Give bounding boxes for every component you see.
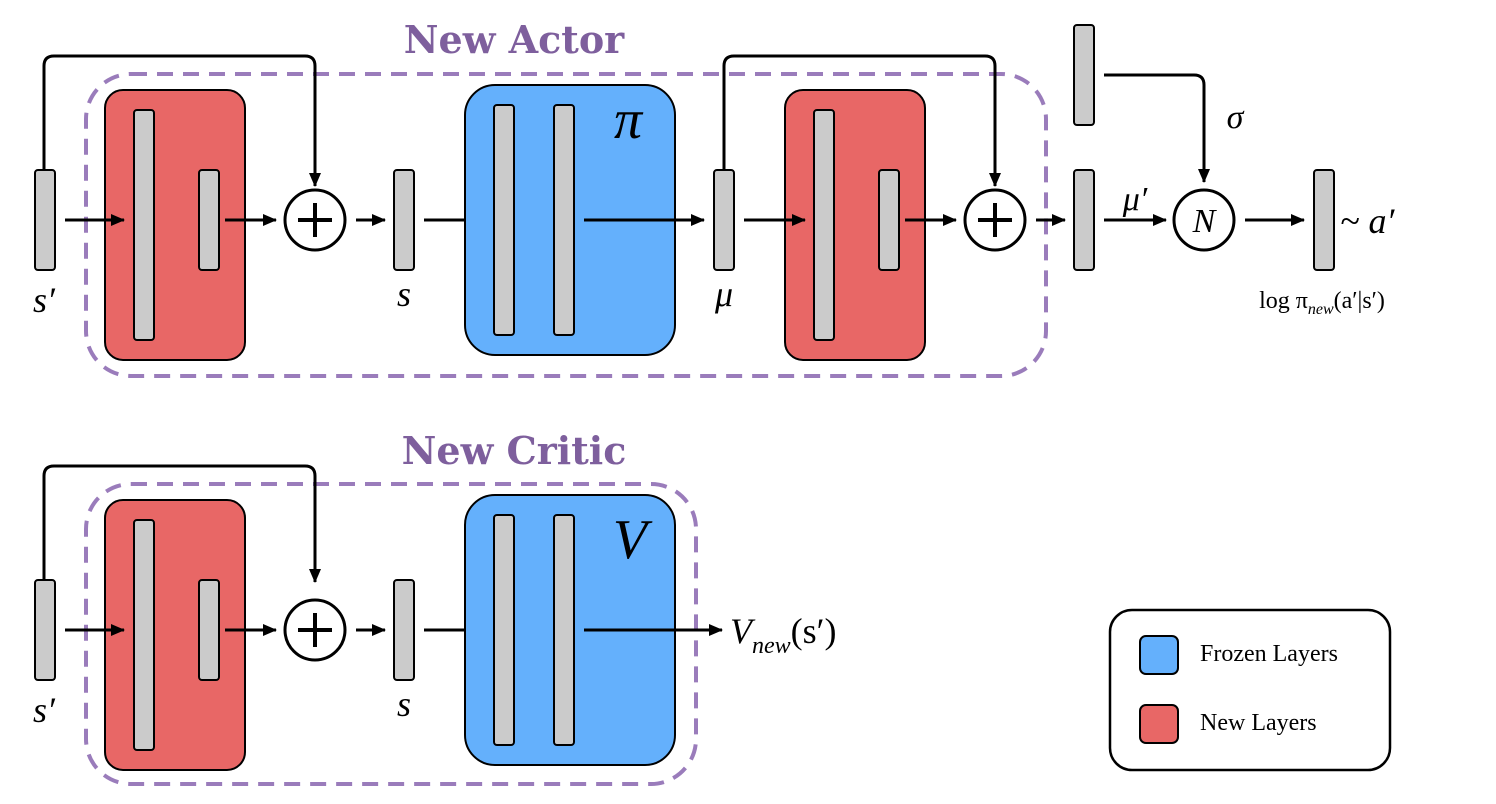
legend-box (1108, 608, 1392, 772)
critic-new-layer-block (104, 499, 246, 771)
actor-state-vector (393, 169, 415, 271)
policy-symbol: π (614, 89, 644, 151)
actor-skip-connection-1 (42, 54, 321, 187)
actor-input-vector (34, 169, 56, 271)
actor-new-layer-1a (133, 109, 155, 341)
legend-swatch-frozen (1139, 635, 1179, 675)
legend-label-frozen: Frozen Layers (1200, 641, 1338, 667)
value-symbol: V (613, 509, 653, 571)
actor-input-label: s′ (33, 280, 56, 320)
actor-skip-connection-2 (722, 54, 1001, 187)
actor-new-layer-2b (878, 169, 900, 271)
action-sample-label: ~ a′ (1340, 201, 1395, 241)
critic-output-label: Vnew(s′) (730, 611, 837, 659)
actor-dashed-boundary (84, 72, 1048, 378)
actor-new-layer-block-1 (104, 89, 246, 361)
actor-new-layer-2a (813, 109, 835, 341)
legend-label-new: New Layers (1200, 710, 1317, 736)
actor-sigma-arrow (1104, 73, 1210, 183)
critic-input-vector (34, 579, 56, 681)
legend-swatch-new (1139, 704, 1179, 744)
actor-frozen-layer-1 (493, 104, 515, 336)
legend: Frozen Layers New Layers (1108, 608, 1392, 772)
critic-frozen-layer-1 (493, 514, 515, 746)
actor-mu-prime-label: μ′ (1122, 181, 1148, 218)
actor-mu-prime-vector (1073, 169, 1095, 271)
actor-mu-label: μ (714, 274, 733, 314)
actor-new-layer-block-2 (784, 89, 926, 361)
critic-section: New Critic s′ s V Vnew(s′) (33, 428, 837, 786)
critic-dashed-boundary (84, 482, 698, 786)
normal-distribution-node (1172, 188, 1236, 252)
critic-new-layer-a (133, 519, 155, 751)
critic-title: New Critic (402, 428, 627, 473)
actor-action-vector (1313, 169, 1335, 271)
actor-sigma-label: σ (1227, 99, 1245, 136)
actor-frozen-layer-2 (553, 104, 575, 336)
critic-state-label: s (397, 684, 411, 724)
critic-input-label: s′ (33, 690, 56, 730)
actor-state-label: s (397, 274, 411, 314)
critic-skip-connection (42, 464, 321, 583)
actor-title: New Actor (404, 17, 625, 62)
actor-sigma-vector (1073, 24, 1095, 126)
actor-mu-vector (713, 169, 735, 271)
normal-label: N (1192, 203, 1218, 240)
critic-frozen-layer-2 (553, 514, 575, 746)
log-prob-label: log πnew(a′|s′) (1259, 288, 1385, 318)
critic-add-node (283, 598, 347, 662)
critic-new-layer-b (198, 579, 220, 681)
actor-add-node-2 (963, 188, 1027, 252)
actor-add-node-1 (283, 188, 347, 252)
actor-section: New Actor s′ s π μ (33, 17, 1395, 378)
actor-new-layer-1b (198, 169, 220, 271)
critic-state-vector (393, 579, 415, 681)
